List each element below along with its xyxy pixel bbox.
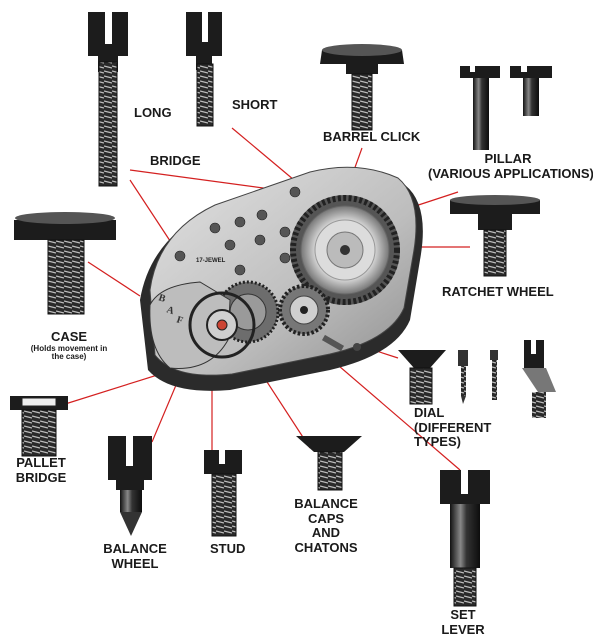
label-set-lever: SET LEVER [432,607,494,637]
label-case-note-1: (Holds movement in [30,343,108,353]
ratchet-wheel-screw [450,195,540,277]
dial-screw-3 [490,350,498,400]
label-pillar: PILLAR (VARIOUS APPLICATIONS) [428,151,593,181]
movement-engraving: 17-JEWEL [196,258,226,264]
set-lever-screw [440,470,490,607]
label-dial-line3: TYPES) [414,434,461,450]
label-long: LONG [134,105,172,120]
label-case: CASE (Holds movement in the case) [22,329,116,362]
label-barrel-click: BARREL CLICK [323,129,421,144]
dial-screw-2 [458,350,468,404]
label-balance-caps: BALANCE CAPS AND CHATONS [290,496,362,555]
balance-wheel-screw [108,436,152,536]
balance-assembly: B A F [149,281,256,369]
svg-text:A: A [165,304,176,317]
dial-screw-1 [398,350,446,405]
label-pallet-bridge: PALLET BRIDGE [10,455,72,485]
leader-short [231,127,301,186]
label-pillar-line2: (VARIOUS APPLICATIONS) [428,165,593,181]
long-bridge-screw [88,12,128,187]
case-screw [14,212,116,315]
label-dial-line1: DIAL [414,405,445,420]
label-set-line1: SET [450,607,476,622]
label-balance-line1: BALANCE [103,541,167,556]
label-balance-wheel: BALANCE WHEEL [100,541,170,571]
label-ratchet-wheel: RATCHET WHEEL [442,284,554,299]
label-case-title: CASE [50,329,88,344]
watch-movement: 17-JEWEL B A F [140,166,423,391]
label-balance-line2: WHEEL [111,555,159,571]
short-bridge-screw [186,12,222,127]
pallet-bridge-screw [10,396,68,457]
pillar-screw-1 [460,66,500,150]
label-caps-line2: CAPS [307,510,345,526]
label-set-line2: LEVER [441,621,485,637]
label-dial: DIAL (DIFFERENT TYPES) [414,405,492,450]
ratchet-wheel-part [290,195,400,305]
label-pallet-line2: BRIDGE [15,469,67,485]
pillar-screw-2 [510,66,552,116]
stud-screw [204,450,242,537]
label-pallet-line1: PALLET [16,455,66,470]
barrel-click-screw [320,44,404,131]
label-caps-line1: BALANCE [294,496,358,511]
leader-case [87,261,141,297]
dial-screw-4 [522,340,556,418]
label-dial-line2: (DIFFERENT [414,419,492,435]
label-bridge: BRIDGE [150,153,201,168]
leader-set-lever [331,359,461,471]
stem [321,334,361,352]
balance-caps-screw [296,436,362,491]
svg-text:B: B [157,292,167,305]
svg-text:F: F [175,314,184,326]
label-caps-line3: AND [311,525,341,541]
label-case-note-2: the case) [51,352,87,362]
label-caps-line4: CHATONS [294,539,358,555]
label-stud: STUD [210,541,246,556]
label-pillar-line1: PILLAR [484,151,532,166]
label-short: SHORT [232,97,278,112]
plate-screws [174,186,301,276]
